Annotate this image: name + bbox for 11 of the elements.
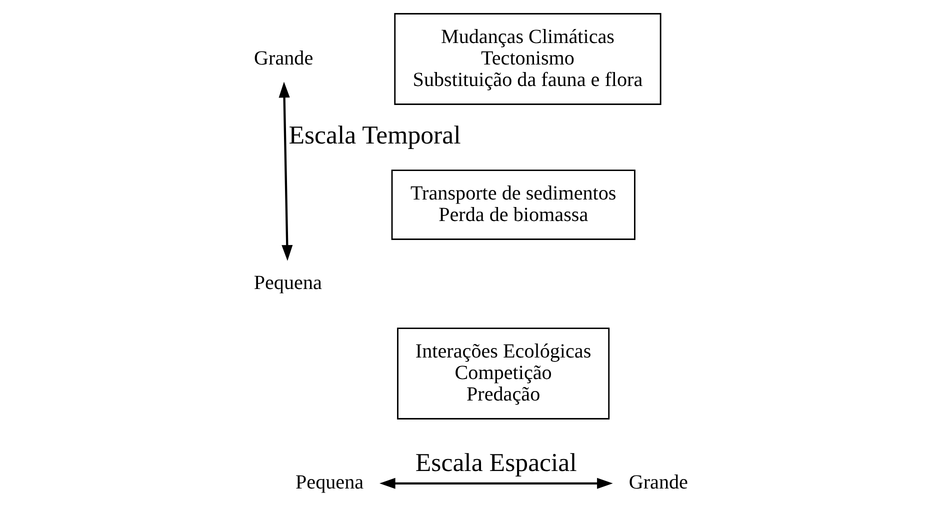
node-text: Pequena [254,272,322,294]
node-text: Grande [628,472,688,494]
node-box: Transporte de sedimentos Perda de biomassa [391,170,636,240]
node-box: Mudanças Climáticas Tectonismo Substituição da fauna e flora [394,13,662,105]
edge-label: Escala Temporal [288,120,461,150]
edge-label: Escala Espacial [415,448,577,478]
node-text: Pequena [295,472,364,494]
node-text: Grande [254,47,314,70]
arrow [379,478,613,489]
node-box: Interações Ecológicas Competição Predação [397,328,610,420]
arrow [278,82,293,261]
